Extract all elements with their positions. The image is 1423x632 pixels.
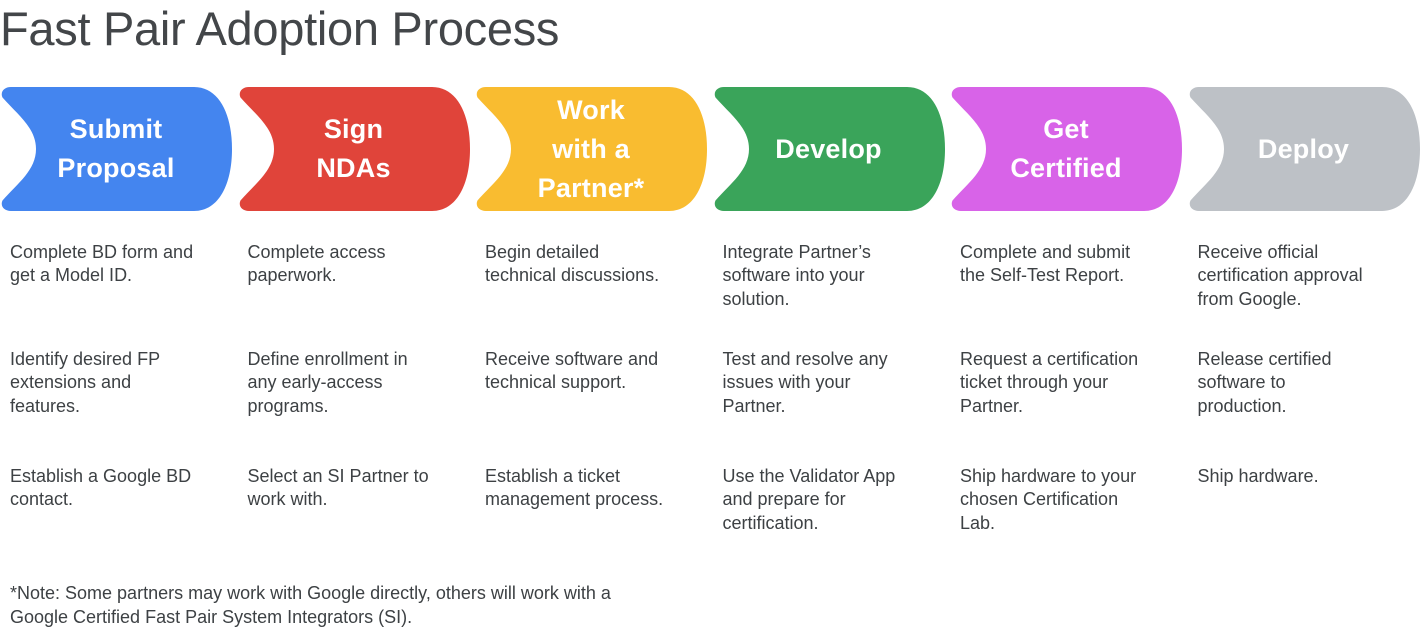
stage-develop: Develop Integrate Partner’s software int… <box>713 0 951 632</box>
stage-chevron: Deploy <box>1188 87 1420 211</box>
stage-shape-icon <box>476 87 707 211</box>
stage-deploy: Deploy Receive official certification ap… <box>1188 0 1423 632</box>
stage-chevron: Get Certified <box>950 87 1182 211</box>
stage-chevron: Sign NDAs <box>238 87 470 211</box>
footnote: *Note: Some partners may work with Googl… <box>10 583 611 627</box>
stage-shape-icon <box>1 87 232 211</box>
stage-label: Get Certified <box>1010 114 1122 183</box>
step-text: Begin detailed technical discussions. <box>485 242 660 286</box>
stage-sign-ndas: Sign NDAs Complete access paperwork. Defi… <box>238 0 476 632</box>
step-text: Complete BD form and get a Model ID. <box>10 242 194 286</box>
page-title: Fast Pair Adoption Process <box>0 2 560 55</box>
step-text: Request a certification ticket through y… <box>960 349 1139 416</box>
step-text: Ship hardware. <box>1197 466 1319 486</box>
stage-shape-icon <box>239 87 470 211</box>
step-text: Release certified software to production… <box>1197 349 1332 416</box>
stage-label: Submit Proposal <box>57 114 175 183</box>
stage-label: Deploy <box>1257 133 1350 164</box>
step-text: Identify desired FP extensions and featu… <box>10 349 161 416</box>
step-text: Establish a ticket management process. <box>485 466 664 510</box>
stage-chevron: Submit Proposal <box>0 87 232 211</box>
stage-submit-proposal: Submit Proposal Complete BD form and get… <box>0 0 238 632</box>
stage-label: Sign NDAs <box>316 114 391 183</box>
step-text: Use the Validator App and prepare for ce… <box>722 466 896 533</box>
stage-chevron: Develop <box>713 87 945 211</box>
step-text: Receive software and technical support. <box>485 349 659 393</box>
stage-get-certified: Get Certified Complete and submit the Se… <box>950 0 1188 632</box>
stage-chevron: Work with a Partner* <box>475 87 707 211</box>
step-text: Establish a Google BD contact. <box>10 466 192 510</box>
stage-shape-icon <box>1189 87 1420 211</box>
stage-shape-icon <box>951 87 1182 211</box>
stage-label: Work with a Partner* <box>537 94 645 203</box>
step-text: Receive official certification approval … <box>1197 242 1363 309</box>
step-text: Test and resolve any issues with your Pa… <box>722 349 888 416</box>
step-text: Select an SI Partner to work with. <box>247 466 429 510</box>
step-text: Integrate Partner’s software into your s… <box>722 242 871 309</box>
stage-label: Develop <box>775 133 882 164</box>
stage-shape-icon <box>714 87 945 211</box>
step-text: Ship hardware to your chosen Certificati… <box>960 466 1137 533</box>
step-text: Define enrollment in any early-access pr… <box>247 349 408 416</box>
step-text: Complete and submit the Self-Test Report… <box>960 242 1131 286</box>
step-text: Complete access paperwork. <box>247 242 386 286</box>
stage-work-with-a-partner: Work with a Partner* Begin detailed tech… <box>475 0 713 632</box>
